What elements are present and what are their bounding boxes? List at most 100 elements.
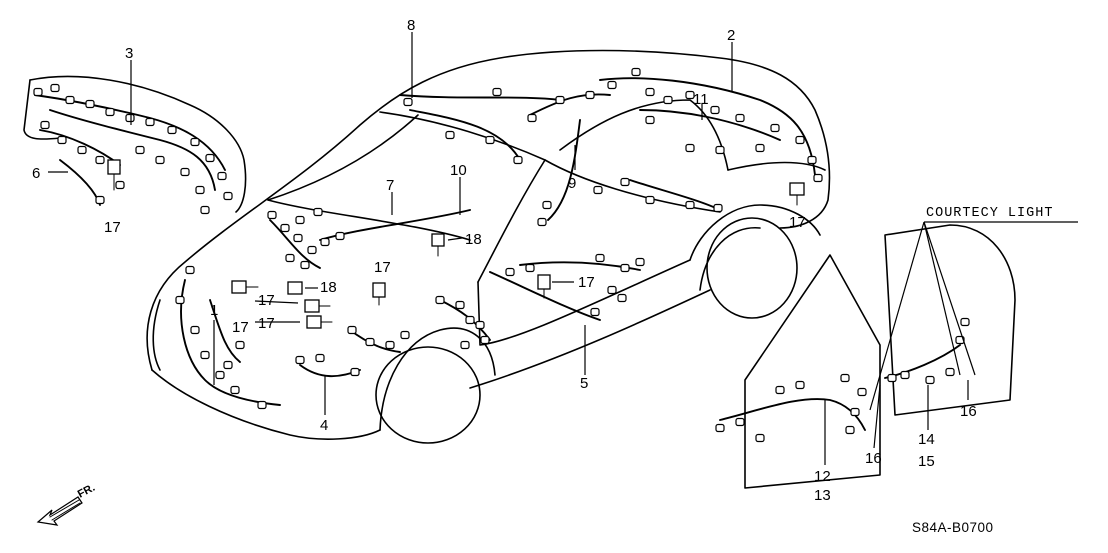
connector-icon xyxy=(465,315,475,325)
bolt-18-a-icon xyxy=(431,233,445,257)
connector-icon xyxy=(795,135,805,145)
front-label: FR. xyxy=(76,482,97,501)
connector-icon xyxy=(205,153,215,163)
connector-icon xyxy=(770,123,780,133)
connector-icon xyxy=(175,295,185,305)
connector-icon xyxy=(335,231,345,241)
callout-17-floor: 17 xyxy=(578,274,595,291)
connector-icon xyxy=(960,317,970,327)
connector-icon xyxy=(685,143,695,153)
connector-icon xyxy=(887,373,897,383)
callout-7: 7 xyxy=(386,177,394,194)
bolt-17-mid-a-icon xyxy=(304,299,331,313)
callout-4: 4 xyxy=(320,417,328,434)
dash-panel xyxy=(23,75,247,213)
connector-icon xyxy=(617,293,627,303)
connector-icon xyxy=(307,245,317,255)
connector-icon xyxy=(235,340,245,350)
connector-icon xyxy=(315,353,325,363)
callout-2: 2 xyxy=(727,27,735,44)
connector-icon xyxy=(631,67,641,77)
connector-icon xyxy=(485,135,495,145)
callout-17-rear: 17 xyxy=(789,214,806,231)
front-direction-arrow-icon xyxy=(36,496,83,526)
connector-icon xyxy=(77,145,87,155)
connector-icon xyxy=(295,215,305,225)
callout-8: 8 xyxy=(407,17,415,34)
connector-icon xyxy=(215,370,225,380)
callout-1: 1 xyxy=(210,302,218,319)
connector-icon xyxy=(445,130,455,140)
connector-icon xyxy=(755,433,765,443)
connector-icon xyxy=(620,263,630,273)
connector-icon xyxy=(713,203,723,213)
diagram-code: S84A-B0700 xyxy=(912,520,994,535)
callout-17-left: 17 xyxy=(104,219,121,236)
connector-icon xyxy=(455,300,465,310)
connector-icon xyxy=(365,337,375,347)
connectors xyxy=(33,67,970,443)
connector-icon xyxy=(40,120,50,130)
courtesy-light-label: COURTECY LIGHT xyxy=(926,206,1053,221)
connector-icon xyxy=(33,87,43,97)
bolt-17-floor-icon xyxy=(537,274,551,299)
connector-icon xyxy=(542,200,552,210)
connector-icon xyxy=(715,145,725,155)
connector-icon xyxy=(525,263,535,273)
connector-icon xyxy=(403,97,413,107)
connector-icon xyxy=(95,195,105,205)
connector-icon xyxy=(230,385,240,395)
connector-icon xyxy=(857,387,867,397)
connector-icon xyxy=(200,205,210,215)
connector-icon xyxy=(645,195,655,205)
connector-icon xyxy=(685,200,695,210)
connector-icon xyxy=(185,265,195,275)
connector-icon xyxy=(593,185,603,195)
connector-icon xyxy=(585,90,595,100)
callout-18-b: 18 xyxy=(320,279,337,296)
callout-17-mid-a: 17 xyxy=(258,292,275,309)
connector-icon xyxy=(813,173,823,183)
connector-icon xyxy=(267,210,277,220)
callout-10: 10 xyxy=(450,162,467,179)
callout-3: 3 xyxy=(125,45,133,62)
callout-6: 6 xyxy=(32,165,40,182)
connector-icon xyxy=(645,115,655,125)
connector-icon xyxy=(135,145,145,155)
connector-icon xyxy=(685,90,695,100)
connector-icon xyxy=(555,95,565,105)
connector-icon xyxy=(925,375,935,385)
connector-icon xyxy=(105,107,115,117)
callout-11: 11 xyxy=(693,91,709,108)
callout-5: 5 xyxy=(580,375,588,392)
connector-icon xyxy=(850,407,860,417)
connector-icon xyxy=(167,125,177,135)
connector-icon xyxy=(217,171,227,181)
connector-icon xyxy=(223,360,233,370)
connector-icon xyxy=(595,253,605,263)
connector-icon xyxy=(85,99,95,109)
connector-icon xyxy=(480,335,490,345)
connector-icon xyxy=(190,137,200,147)
connector-icon xyxy=(663,95,673,105)
connector-icon xyxy=(115,180,125,190)
connector-icon xyxy=(155,155,165,165)
callout-16-right: 16 xyxy=(960,403,977,420)
callout-16-left: 16 xyxy=(865,450,882,467)
connector-icon xyxy=(57,135,67,145)
connector-icon xyxy=(190,325,200,335)
connector-icon xyxy=(492,87,502,97)
connector-icon xyxy=(475,320,485,330)
connector-icon xyxy=(195,185,205,195)
callout-14: 14 xyxy=(918,431,935,448)
connector-icon xyxy=(845,425,855,435)
connector-icon xyxy=(320,237,330,247)
connector-icon xyxy=(590,307,600,317)
callout-13: 13 xyxy=(814,487,831,504)
connector-icon xyxy=(65,95,75,105)
connector-icon xyxy=(257,400,267,410)
connector-icon xyxy=(840,373,850,383)
connector-icon xyxy=(735,417,745,427)
connector-icon xyxy=(347,325,357,335)
